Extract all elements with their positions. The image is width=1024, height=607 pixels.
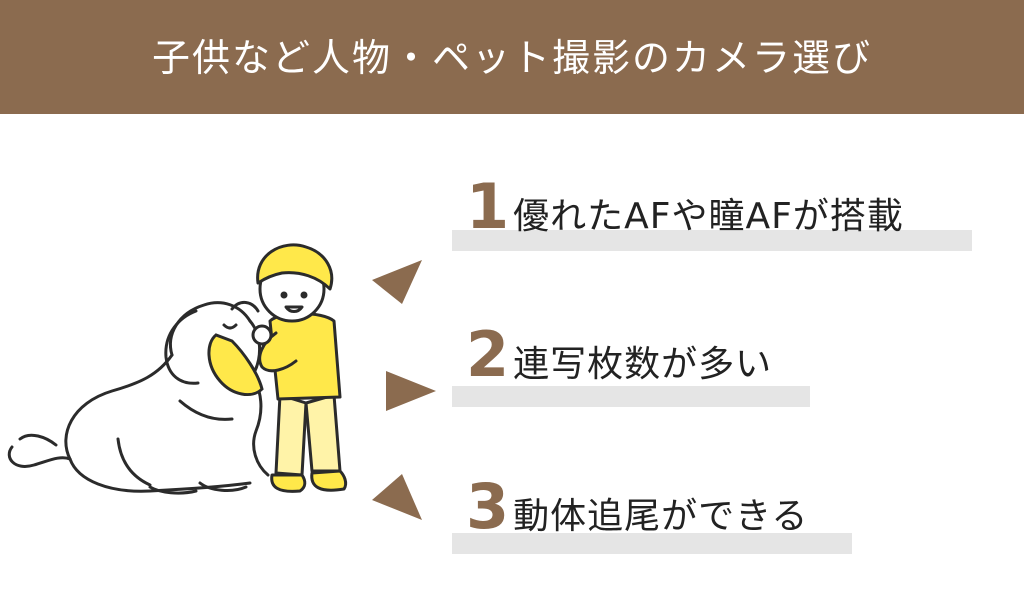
feature-number: 3 xyxy=(466,470,510,543)
header-banner: 子供など人物・ペット撮影のカメラ選び xyxy=(0,0,1024,114)
dog-icon xyxy=(7,301,270,495)
feature-text: 連写枚数が多い xyxy=(513,344,773,385)
feature-row: 3 動体追尾ができる xyxy=(466,470,808,543)
highlight-bar xyxy=(452,533,852,554)
arrow-2-icon xyxy=(386,371,436,411)
child-with-dog-illustration xyxy=(7,243,348,495)
highlight-bar xyxy=(452,386,810,407)
feature-text: 優れたAFや瞳AFが搭載 xyxy=(513,196,904,237)
feature-text: 動体追尾ができる xyxy=(513,496,809,537)
dog-ear-patch xyxy=(207,333,264,397)
arrow-3-icon xyxy=(372,474,422,520)
feature-row: 2 連写枚数が多い xyxy=(466,318,772,391)
feature-row: 1 優れたAFや瞳AFが搭載 xyxy=(466,170,904,243)
child-icon xyxy=(251,243,348,493)
feature-number: 1 xyxy=(466,170,510,243)
page-title: 子供など人物・ペット撮影のカメラ選び xyxy=(151,35,872,80)
highlight-bar xyxy=(452,230,972,251)
feature-number: 2 xyxy=(466,318,510,391)
arrow-1-icon xyxy=(372,260,422,304)
